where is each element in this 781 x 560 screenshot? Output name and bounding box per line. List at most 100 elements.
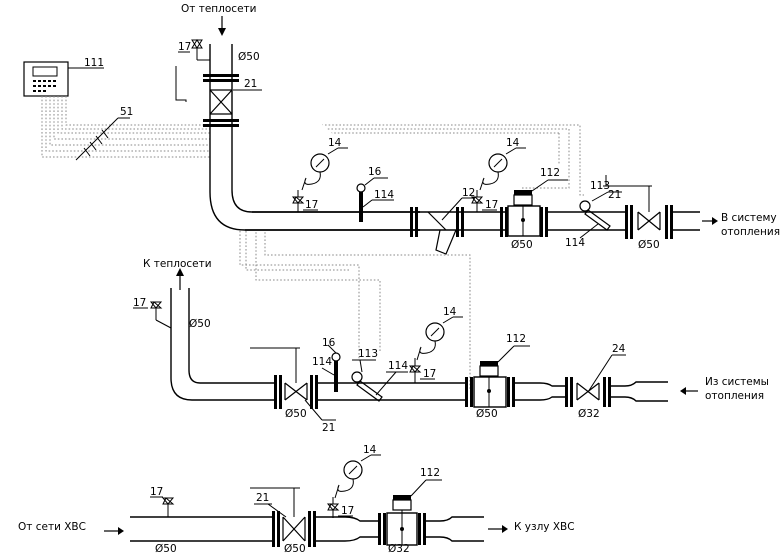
cold-flange-pair-1 [378, 513, 386, 545]
inflow-arrow-heating [680, 387, 686, 395]
callout-21-cold: 21 [256, 492, 269, 504]
callout-111-label: 111 [84, 57, 104, 69]
callout-114-return-left: 114 [312, 356, 332, 368]
callout-24-label: 24 [612, 343, 626, 355]
callout-113-return: 113 [358, 348, 378, 360]
cold-pipe-diameter: Ø50 [155, 543, 177, 555]
callout-21-return: 21 [322, 422, 335, 434]
outflow-arrow-heating [712, 217, 718, 225]
callout-17-cold-gauge: 17 [341, 505, 354, 517]
callout-17-return-gauge: 17 [423, 368, 436, 380]
supply-flange-pair-2 [456, 207, 464, 237]
return-flange-pair-1 [465, 377, 473, 407]
to-hot-water-unit-label: К узлу ХВС [514, 521, 575, 533]
callout-14-supply-left: 14 [328, 137, 342, 149]
return-flange-pair-2 [507, 377, 515, 407]
callout-112-supply: 112 [540, 167, 560, 179]
temp-sensor-113-return: 113 114 [351, 348, 408, 402]
pressure-gauge-14-supply-right: 14 [479, 137, 526, 191]
flowmeter-supply-diameter: Ø50 [511, 239, 533, 251]
thermometer-16-supply: 16 114 [356, 166, 394, 222]
return-inlet-valve-24: 24 [565, 343, 626, 407]
temp-sensor-113-supply: 113 114 [565, 180, 622, 249]
return-riser-pipe [170, 288, 275, 401]
supply-flange-pair-4 [540, 207, 548, 237]
pressure-gauge-14-supply-left: 14 [301, 137, 348, 191]
needle-valve-17-supply-right: 17 [470, 190, 498, 212]
callout-51: 51 [75, 106, 133, 161]
cold-water-pipe-1 [130, 516, 272, 542]
supply-outlet-diameter: Ø50 [638, 239, 660, 251]
strainer-12: 12 [418, 187, 475, 255]
pressure-gauge-14-cold: 14 [334, 444, 381, 499]
from-cold-water-label: От сети ХВС [18, 521, 86, 533]
callout-17-return: 17 [133, 297, 146, 309]
cold-valve-diameter: Ø50 [284, 543, 306, 555]
flowmeter-cold-diameter: Ø32 [388, 543, 410, 555]
callout-14-supply-right: 14 [506, 137, 520, 149]
return-arrow-up [176, 268, 184, 290]
supply-outlet-valve-21: 21 [603, 175, 673, 239]
cold-shutoff-valve-21: 21 [250, 487, 316, 547]
vent-valve-17-riser: 17 [178, 39, 210, 61]
callout-17-riser: 17 [178, 41, 191, 53]
needle-valve-17-cold: 17 [326, 497, 354, 518]
callout-16-supply: 16 [368, 166, 382, 178]
supply-diameter-label: Ø50 [238, 51, 260, 63]
return-riser-diameter: Ø50 [189, 318, 211, 330]
supply-outlet-pipe [673, 211, 700, 231]
cold-reducer-1 [316, 516, 378, 542]
cold-flange-pair-2 [418, 513, 426, 545]
return-valve-diameter: Ø50 [285, 408, 307, 420]
callout-14-return: 14 [443, 306, 457, 318]
cold-outlet-pipe [426, 516, 484, 542]
callout-113-supply: 113 [590, 180, 610, 192]
thermometer-16-return: 16 114 [312, 337, 341, 392]
heat-calculator [23, 61, 69, 97]
supply-shutoff-valve [203, 89, 239, 127]
cold-outflow-arrow [488, 525, 508, 533]
return-outlet-valve-21: 21 [250, 347, 336, 434]
inflow-arrow [218, 16, 226, 36]
return-inlet-diameter: Ø32 [578, 408, 600, 420]
callout-16-return: 16 [322, 337, 336, 349]
from-heat-network-label: От теплосети [181, 3, 256, 15]
signal-cables [41, 96, 584, 390]
supply-horizontal-pipe [245, 211, 420, 231]
callout-51-label: 51 [120, 106, 133, 118]
vent-valve-17-return: 17 [133, 297, 172, 329]
callout-21-top: 21 [244, 78, 257, 90]
callout-114-supply-left: 114 [374, 189, 394, 201]
supply-pipe-seg-2 [464, 211, 505, 231]
callout-114-supply-right: 114 [565, 237, 585, 249]
return-inlet-pipe [611, 381, 668, 402]
cold-inflow-arrow [104, 527, 124, 535]
callout-17-supply-left: 17 [305, 199, 318, 211]
needle-valve-17-return: 17 [408, 358, 436, 383]
riser-bracket [175, 66, 187, 102]
return-reducer [515, 382, 565, 401]
callout-112-cold: 112 [420, 467, 440, 479]
flowmeter-return-diameter: Ø50 [476, 408, 498, 420]
callout-21-supply-outlet: 21 [608, 189, 621, 201]
pressure-gauge-14-return: 14 [416, 306, 463, 361]
return-pipe-seg-1 [318, 382, 465, 401]
flowmeter-112-return: 112 [473, 333, 530, 408]
callout-14-cold: 14 [363, 444, 377, 456]
callout-12-label: 12 [462, 187, 475, 199]
flowmeter-112-supply: 112 [507, 167, 568, 237]
callout-17-cold-left: 17 [150, 486, 163, 498]
supply-flange-pair-1 [410, 207, 418, 237]
to-heat-network-label: К теплосети [143, 258, 212, 270]
flowmeter-112-cold: 112 [386, 467, 442, 546]
callout-114-return-right: 114 [388, 360, 408, 372]
supply-flange-pair-3 [500, 207, 508, 237]
callout-111: 111 [68, 57, 104, 69]
needle-valve-17-supply-left: 17 [291, 190, 318, 212]
vent-valve-17-cold: 17 [150, 486, 175, 517]
callout-112-return: 112 [506, 333, 526, 345]
callout-17-supply-right: 17 [485, 199, 498, 211]
